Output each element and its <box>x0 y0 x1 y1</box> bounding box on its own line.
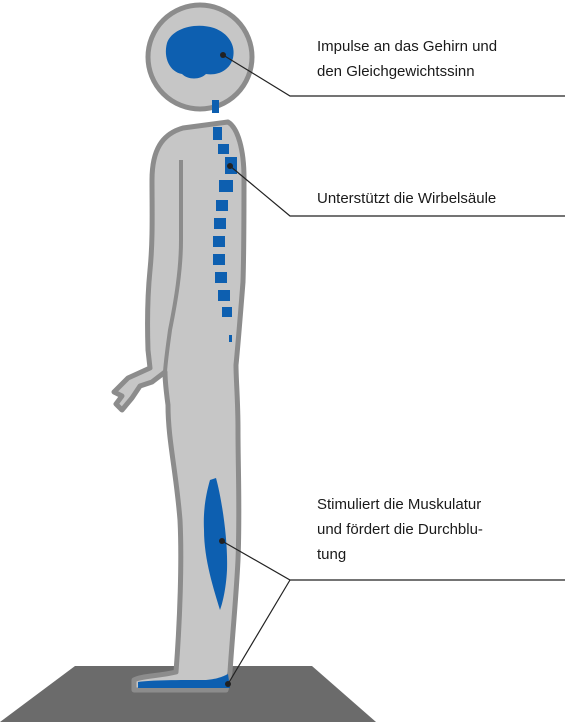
label-brain-balance: Impulse an das Gehirn und den Gleichgewi… <box>317 34 565 84</box>
vertebra <box>214 218 226 229</box>
vertebra <box>216 200 228 211</box>
anchor-dot-calf <box>219 538 225 544</box>
vertebra <box>213 236 225 247</box>
leader-lines <box>222 55 565 684</box>
neck-vertebra <box>212 100 219 113</box>
anchor-dot-spine <box>227 163 233 169</box>
vertebra <box>213 254 225 265</box>
vertebra <box>229 335 232 342</box>
vertebra <box>219 180 233 192</box>
label-muscles-circulation: Stimuliert die Muskulatur und fördert di… <box>317 492 565 567</box>
anchor-dot-brain <box>220 52 226 58</box>
anchor-dot-foot <box>225 681 231 687</box>
vertebra <box>213 127 222 140</box>
vertebra <box>215 272 227 283</box>
vertebra <box>218 144 229 154</box>
vertebra <box>222 307 232 317</box>
label-spine-support: Unterstützt die Wirbelsäule <box>317 186 565 211</box>
vertebra <box>218 290 230 301</box>
